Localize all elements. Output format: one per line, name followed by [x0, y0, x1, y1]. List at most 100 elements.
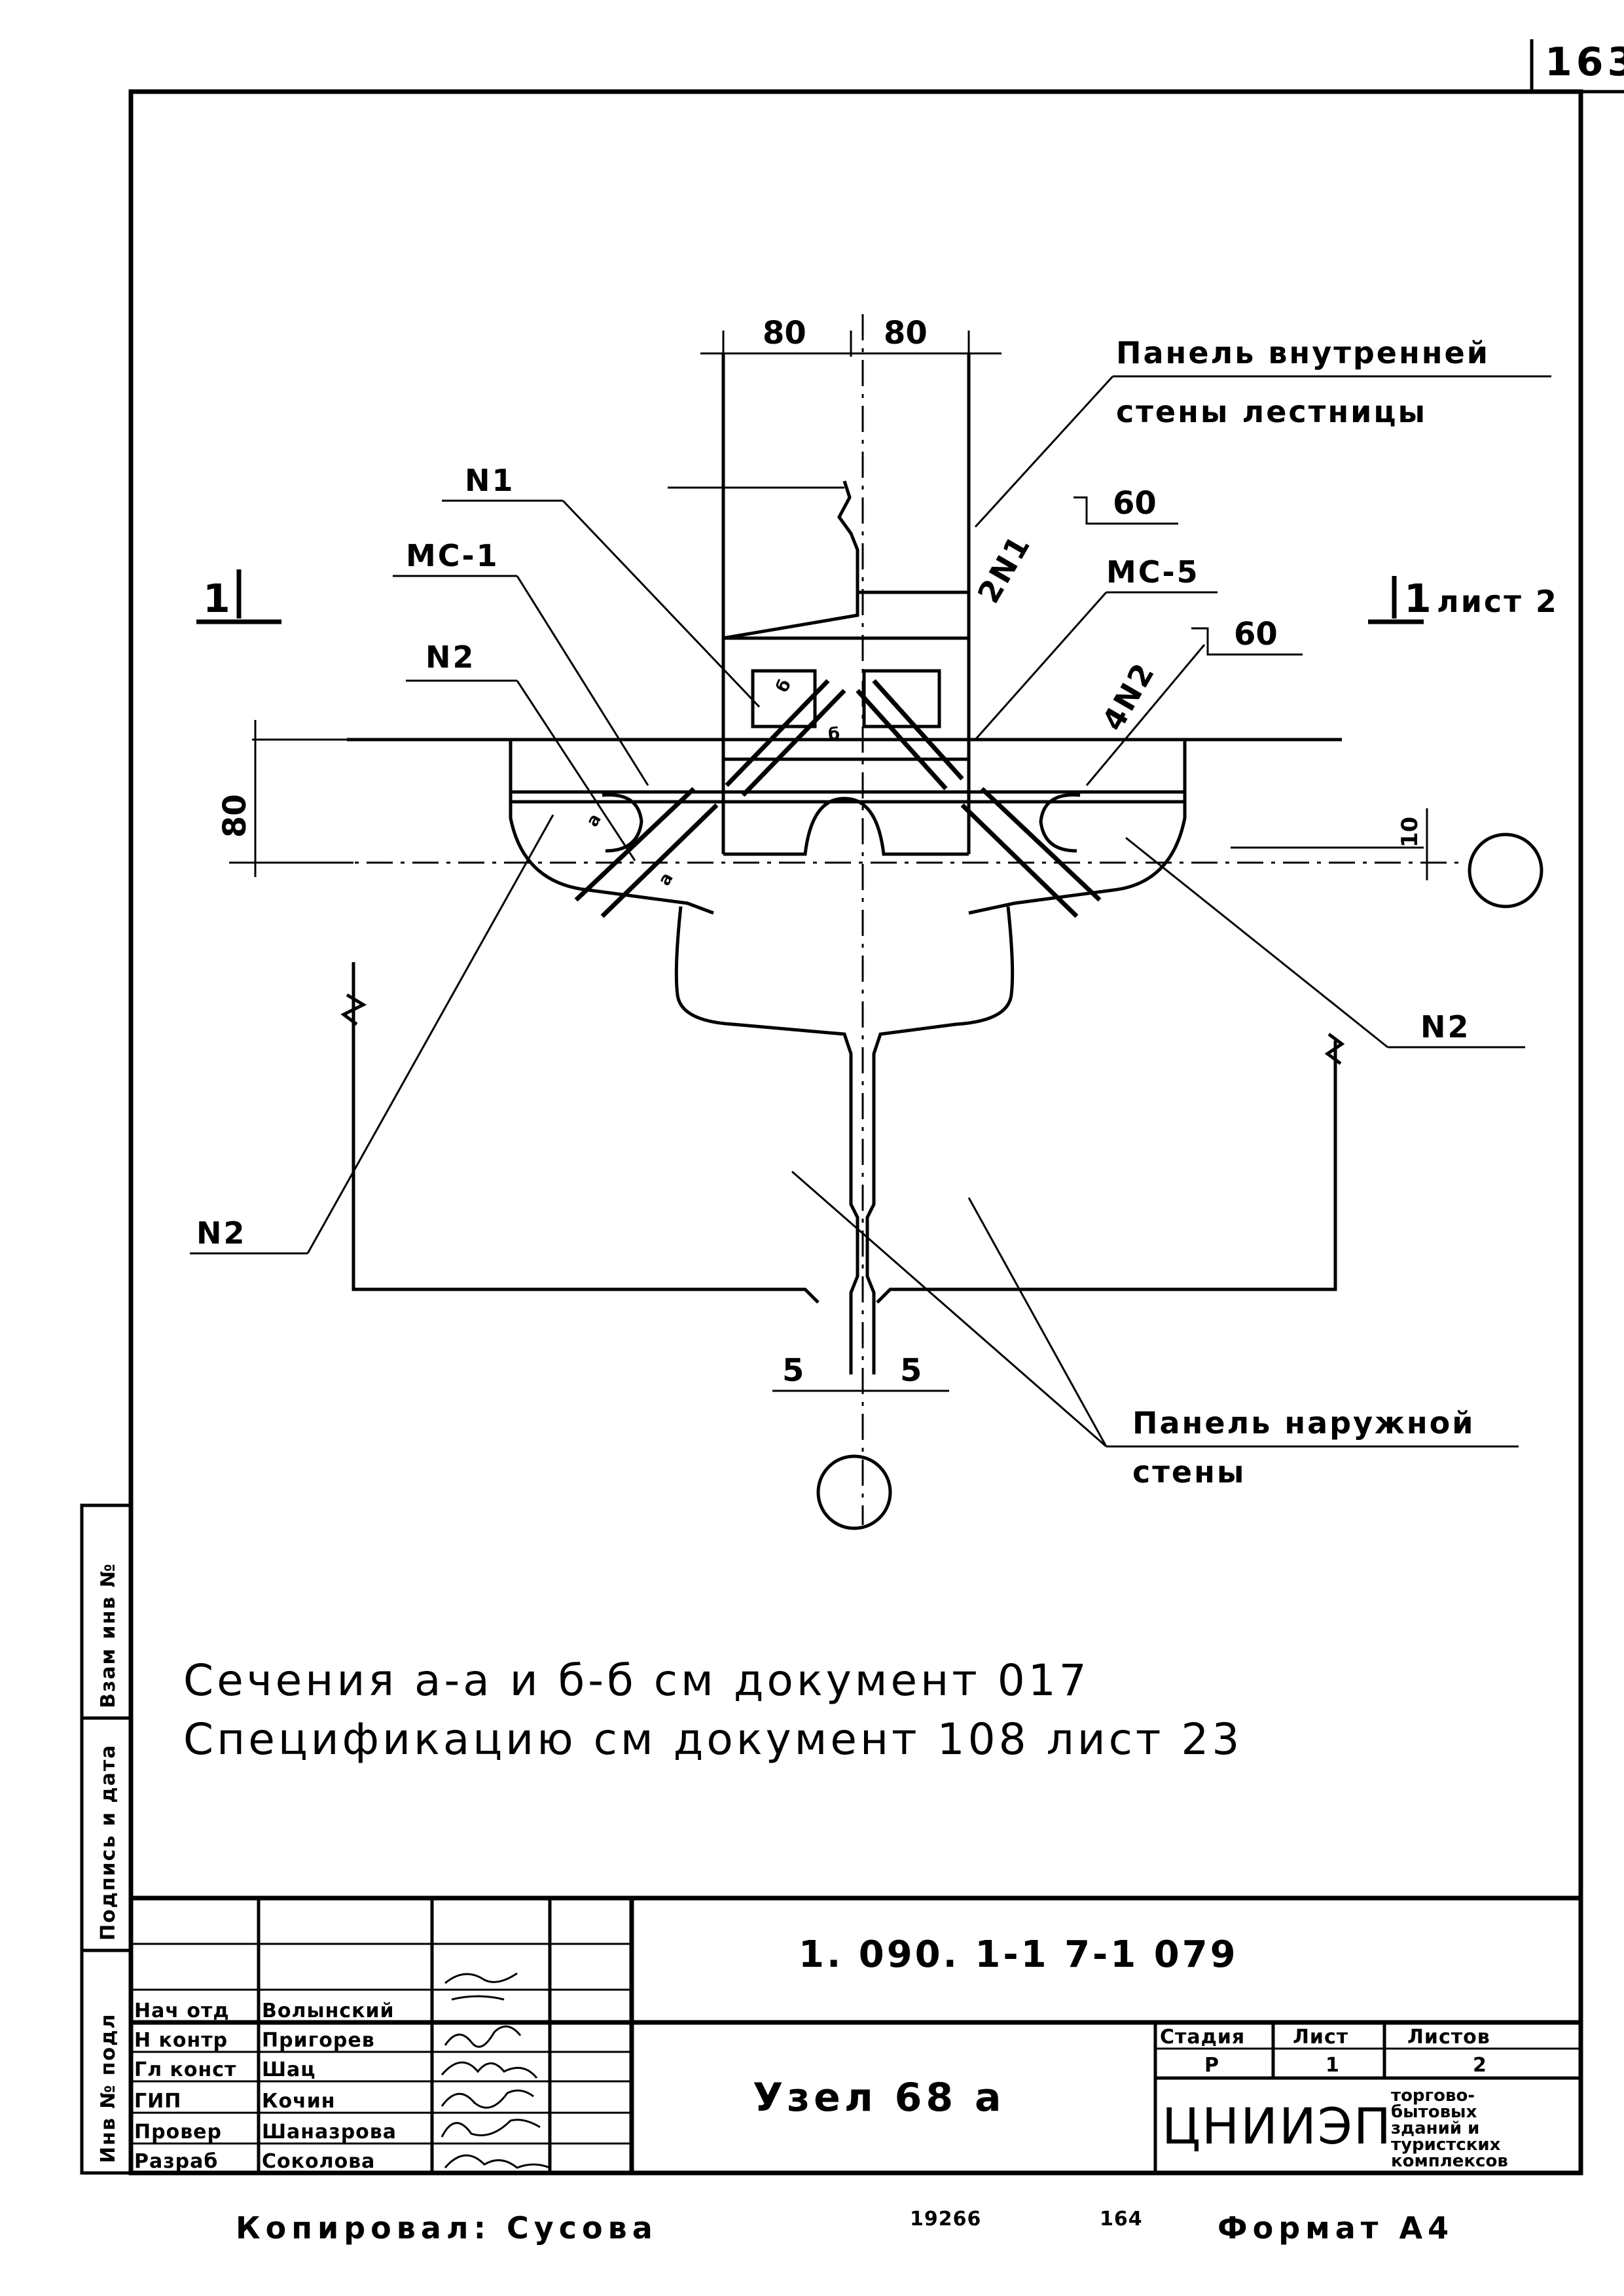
label-panel-outer-1: Панель наружной: [1132, 1405, 1475, 1441]
dim-top-right: 80: [884, 315, 928, 351]
leader-mc1: [516, 575, 649, 786]
org-desc-3: зданий и: [1391, 2119, 1479, 2138]
sheet-value: 1: [1326, 2054, 1340, 2077]
leader-n2-bottom: [306, 814, 554, 1254]
role-2: Н контр: [134, 2029, 228, 2052]
leader-n1: [562, 499, 761, 708]
dim-top-left: 80: [763, 315, 806, 351]
side-strip-frame: [80, 1503, 133, 2175]
inner-panel-notch: [723, 797, 969, 856]
dimensions: 80 80 80 10 5 5: [217, 315, 1428, 1392]
name-5: Шаназрова: [262, 2121, 397, 2144]
page-number: 163: [1545, 39, 1624, 85]
leader-mc5: [974, 592, 1108, 740]
signature-3: [441, 2061, 538, 2079]
signature-2: [444, 2025, 522, 2048]
label-n2-right: N2: [1420, 1009, 1471, 1045]
name-2: Пригорев: [262, 2029, 375, 2052]
axis-bubble-bottom: [816, 1454, 892, 1530]
break-left: [340, 993, 367, 1026]
label-n2-left-bottom: N2: [196, 1215, 247, 1251]
org-desc-5: комплексов: [1391, 2151, 1508, 2171]
section-mark-right: 1 лист 2: [1368, 576, 1559, 624]
weld-mark-b: [1191, 627, 1303, 656]
side-replace-inv: Взам инв №: [97, 1562, 120, 1708]
bar-n1-right-2: [856, 689, 948, 791]
document-code: 1. 090. 1-1 7-1 079: [799, 1933, 1238, 1976]
outer-panel-lower-left: [352, 962, 820, 1304]
weld-label-b1: б: [772, 676, 795, 696]
break-right: [1324, 1033, 1345, 1065]
side-sign-date: Подпись и дата: [97, 1744, 120, 1941]
stage-header: Стадия: [1160, 2026, 1245, 2049]
leader-panel-outer-2: [967, 1197, 1108, 1447]
role-4: ГИП: [134, 2090, 181, 2113]
drawing-title: Узел 68 а: [753, 2075, 1005, 2121]
sheets-header: Листов: [1407, 2026, 1490, 2049]
loop-right: [1039, 793, 1081, 853]
label-mc1: МС-1: [406, 538, 499, 573]
axis-bubble-right: [1468, 833, 1543, 908]
org-desc-4: туристских: [1391, 2135, 1501, 2155]
label-4n2: 4N2: [1095, 656, 1163, 737]
footer-num-2: 164: [1100, 2208, 1143, 2231]
role-5: Провер: [134, 2121, 222, 2144]
joint-detail: [229, 314, 1460, 1525]
signature-4: [441, 2089, 534, 2109]
bar-n2-left: [574, 787, 696, 902]
label-panel-inner-1: Панель внутренней: [1116, 335, 1490, 370]
weld-b-size: 60: [1234, 616, 1278, 653]
bar-n1-left-2: [741, 689, 846, 797]
signature-1: [444, 1972, 518, 2001]
label-panel-outer-2: стены: [1132, 1454, 1246, 1490]
role-6: Разраб: [134, 2150, 218, 2173]
leaders: Панель внутренней стены лестницы N1 МС-1…: [190, 335, 1551, 1490]
name-3: Шац: [262, 2058, 316, 2081]
label-n2-left-top: N2: [425, 639, 476, 675]
org-desc-1: торгово-: [1391, 2086, 1475, 2106]
weld-label-a2: а: [655, 869, 677, 889]
side-strip: Инв № подл Подпись и дата Взам инв №: [80, 1503, 133, 2175]
outer-panel-right-recess: [968, 740, 1187, 915]
label-n1: N1: [465, 463, 515, 498]
loop-left: [602, 793, 643, 853]
weld-label-a1: а: [583, 810, 605, 830]
dim-gap-right: 10: [1397, 817, 1423, 848]
weld-label-b2: б: [828, 725, 840, 744]
break-line-inner: [837, 480, 859, 592]
dim-left-vertical: 80: [217, 794, 253, 838]
central-body-left: [674, 906, 859, 1374]
role-3: Гл конст: [134, 2058, 236, 2081]
note-specification: Спецификацию см документ 108 лист 23: [183, 1714, 1242, 1765]
leader-n2-left: [516, 680, 636, 861]
footer-format: Формат А4: [1218, 2210, 1454, 2246]
stage-value: Р: [1204, 2054, 1219, 2077]
central-body-right: [865, 906, 1015, 1374]
label-2n1: 2N1: [971, 528, 1038, 609]
footer-num-1: 19266: [910, 2208, 981, 2231]
signature-5: [441, 2119, 541, 2138]
label-mc5: МС-5: [1106, 554, 1200, 590]
section-sheet-ref: лист 2: [1437, 584, 1559, 619]
weld-a-size: 60: [1113, 485, 1157, 522]
title-block: 1. 090. 1-1 7-1 079 Узел 68 а Нач отд Во…: [131, 1895, 1581, 2173]
signature-6: [444, 2154, 550, 2169]
name-1: Волынский: [262, 2000, 395, 2022]
bar-n2-right-2: [960, 803, 1079, 918]
leader-panel-inner: [974, 375, 1114, 528]
dim-bottom-right: 5: [900, 1352, 922, 1389]
footer-copied: Копировал: Сусова: [236, 2210, 658, 2246]
bar-n2-left-2: [600, 803, 719, 918]
sheets-value: 2: [1473, 2054, 1487, 2077]
leader-4n2: [1085, 644, 1206, 786]
section-right-label: 1: [1404, 576, 1435, 622]
side-inv-orig: Инв № подл: [97, 2013, 120, 2163]
name-6: Соколова: [262, 2150, 375, 2173]
label-panel-inner-2: стены лестницы: [1116, 394, 1427, 429]
section-mark-left: 1: [196, 569, 281, 624]
leader-panel-outer-1: [791, 1170, 1107, 1448]
inner-panel-step: [723, 590, 969, 640]
leader-n2-right: [1125, 836, 1388, 1049]
note-sections: Сечения а-а и б-б см документ 017: [183, 1655, 1090, 1706]
bar-n1-right: [872, 679, 964, 781]
